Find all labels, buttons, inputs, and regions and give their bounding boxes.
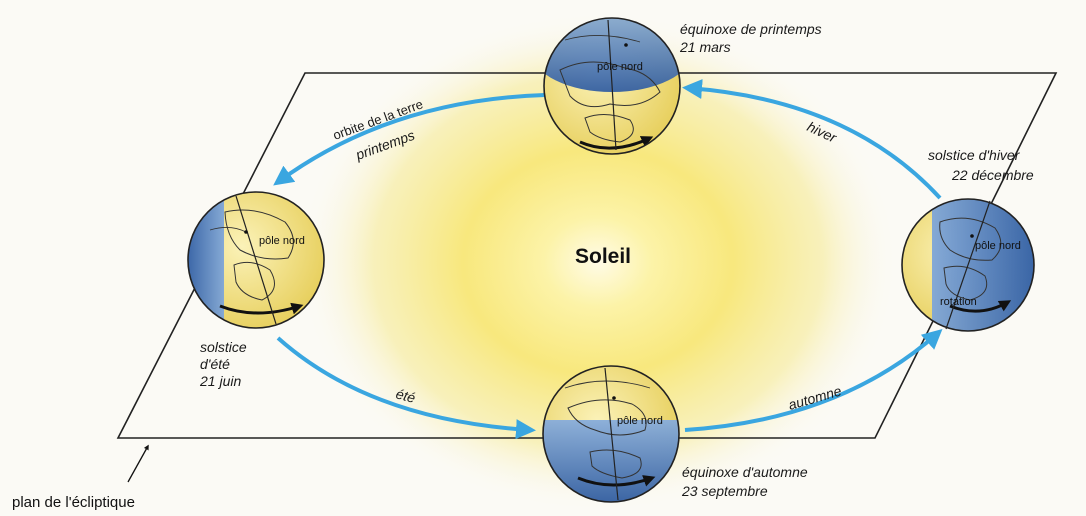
earth-globe-spring: pôle nord [543, 17, 681, 155]
orbit-arrow-spring [273, 93, 546, 186]
pole-label-autumn: pôle nord [617, 415, 663, 427]
pole-label-spring: pôle nord [597, 61, 643, 73]
autumn-equinox-name: équinoxe d'automne [682, 464, 808, 480]
spring-equinox-date: 21 mars [679, 39, 731, 55]
summer-solstice-line1: solstice [200, 339, 247, 355]
season-label-ete: été [394, 385, 417, 406]
plane-label: plan de l'écliptique [12, 494, 135, 511]
sun-glow [298, 12, 898, 512]
autumn-equinox-date: 23 septembre [681, 483, 768, 499]
pole-label-winter: pôle nord [975, 240, 1021, 252]
summer-solstice-line2: d'été [200, 356, 230, 372]
earth-globe-summer: pôle nord [187, 191, 325, 329]
orbit-arrow-winter [682, 79, 942, 200]
ecliptic-plane [116, 72, 1058, 439]
earth-globe-winter: pôle nord rotation [901, 198, 1035, 332]
pole-label-summer: pôle nord [259, 235, 305, 247]
orbit-arrow-summer [276, 336, 536, 440]
spring-equinox-name: équinoxe de printemps [680, 21, 822, 37]
winter-solstice-name: solstice d'hiver [928, 147, 1021, 163]
plane-pointer [127, 444, 149, 483]
sun-label: Soleil [575, 245, 631, 268]
orbit-arrow-autumn [684, 329, 943, 432]
rotation-label: rotation [940, 296, 977, 308]
summer-solstice-date: 21 juin [199, 373, 241, 389]
winter-solstice-date: 22 décembre [951, 167, 1034, 183]
